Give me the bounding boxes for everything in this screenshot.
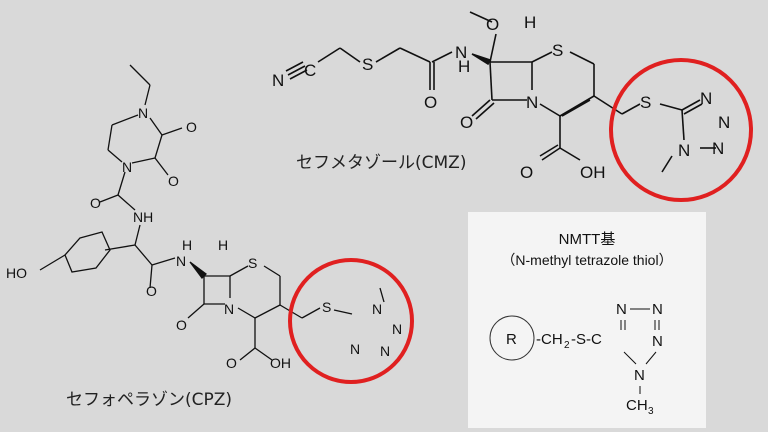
svg-text:N: N: [678, 141, 690, 160]
svg-text:N: N: [634, 367, 645, 384]
svg-text:N: N: [380, 343, 390, 359]
svg-text:-S-C: -S-C: [571, 331, 602, 348]
svg-text:O: O: [146, 283, 157, 299]
svg-text:O: O: [186, 119, 197, 135]
svg-text:S: S: [362, 55, 373, 74]
svg-text:H: H: [218, 237, 228, 253]
svg-text:O: O: [90, 195, 101, 211]
svg-text:S: S: [640, 93, 651, 112]
svg-text:N: N: [700, 89, 712, 108]
svg-text:CH: CH: [626, 397, 648, 414]
svg-text:H: H: [458, 57, 470, 76]
svg-text:H: H: [182, 237, 192, 253]
svg-text:N: N: [372, 301, 382, 317]
svg-text:O: O: [176, 317, 187, 333]
svg-text:N: N: [455, 43, 467, 62]
svg-text:N: N: [616, 301, 627, 318]
svg-text:N: N: [652, 333, 663, 350]
svg-text:O: O: [520, 163, 533, 182]
svg-text:OH: OH: [270, 355, 291, 371]
svg-text:N: N: [272, 71, 284, 90]
highlight-circle-cmz: [609, 58, 753, 202]
svg-text:N: N: [224, 301, 234, 317]
svg-text:O: O: [226, 355, 237, 371]
svg-text:N: N: [718, 113, 730, 132]
highlight-circle-cpz: [288, 258, 414, 384]
svg-text:O: O: [168, 173, 179, 189]
svg-text:2: 2: [564, 340, 570, 351]
nmtt-title: NMTT基: [558, 231, 616, 248]
svg-text:OH: OH: [580, 163, 606, 182]
svg-text:S: S: [552, 41, 563, 60]
svg-text:C: C: [304, 61, 316, 80]
svg-text:HO: HO: [6, 265, 27, 281]
svg-text:O: O: [486, 15, 499, 34]
svg-text:O: O: [424, 93, 437, 112]
svg-text:N: N: [652, 301, 663, 318]
cpz-name-label: セフォペラゾン(CPZ): [66, 390, 233, 410]
svg-text:H: H: [524, 13, 536, 32]
svg-text:S: S: [322, 299, 331, 315]
svg-text:NH: NH: [133, 209, 153, 225]
svg-text:N: N: [526, 93, 538, 112]
svg-text:N: N: [350, 341, 360, 357]
svg-text:S: S: [248, 255, 257, 271]
svg-text:O: O: [460, 113, 473, 132]
svg-text:3: 3: [648, 406, 654, 417]
r-group-circle: [489, 315, 535, 361]
cmz-name-label: セフメタゾール(CMZ): [296, 153, 467, 173]
cmz-structure: [285, 11, 716, 173]
nmtt-subtitle: （N-methyl tetrazole thiol）: [501, 252, 673, 268]
svg-text:R: R: [506, 331, 517, 348]
svg-text:N: N: [712, 139, 724, 158]
svg-text:N: N: [122, 159, 132, 175]
svg-text:N: N: [138, 105, 148, 121]
svg-text:-CH: -CH: [536, 331, 563, 348]
svg-text:N: N: [176, 253, 186, 269]
svg-text:N: N: [392, 321, 402, 337]
cpz-structure: [39, 64, 385, 361]
